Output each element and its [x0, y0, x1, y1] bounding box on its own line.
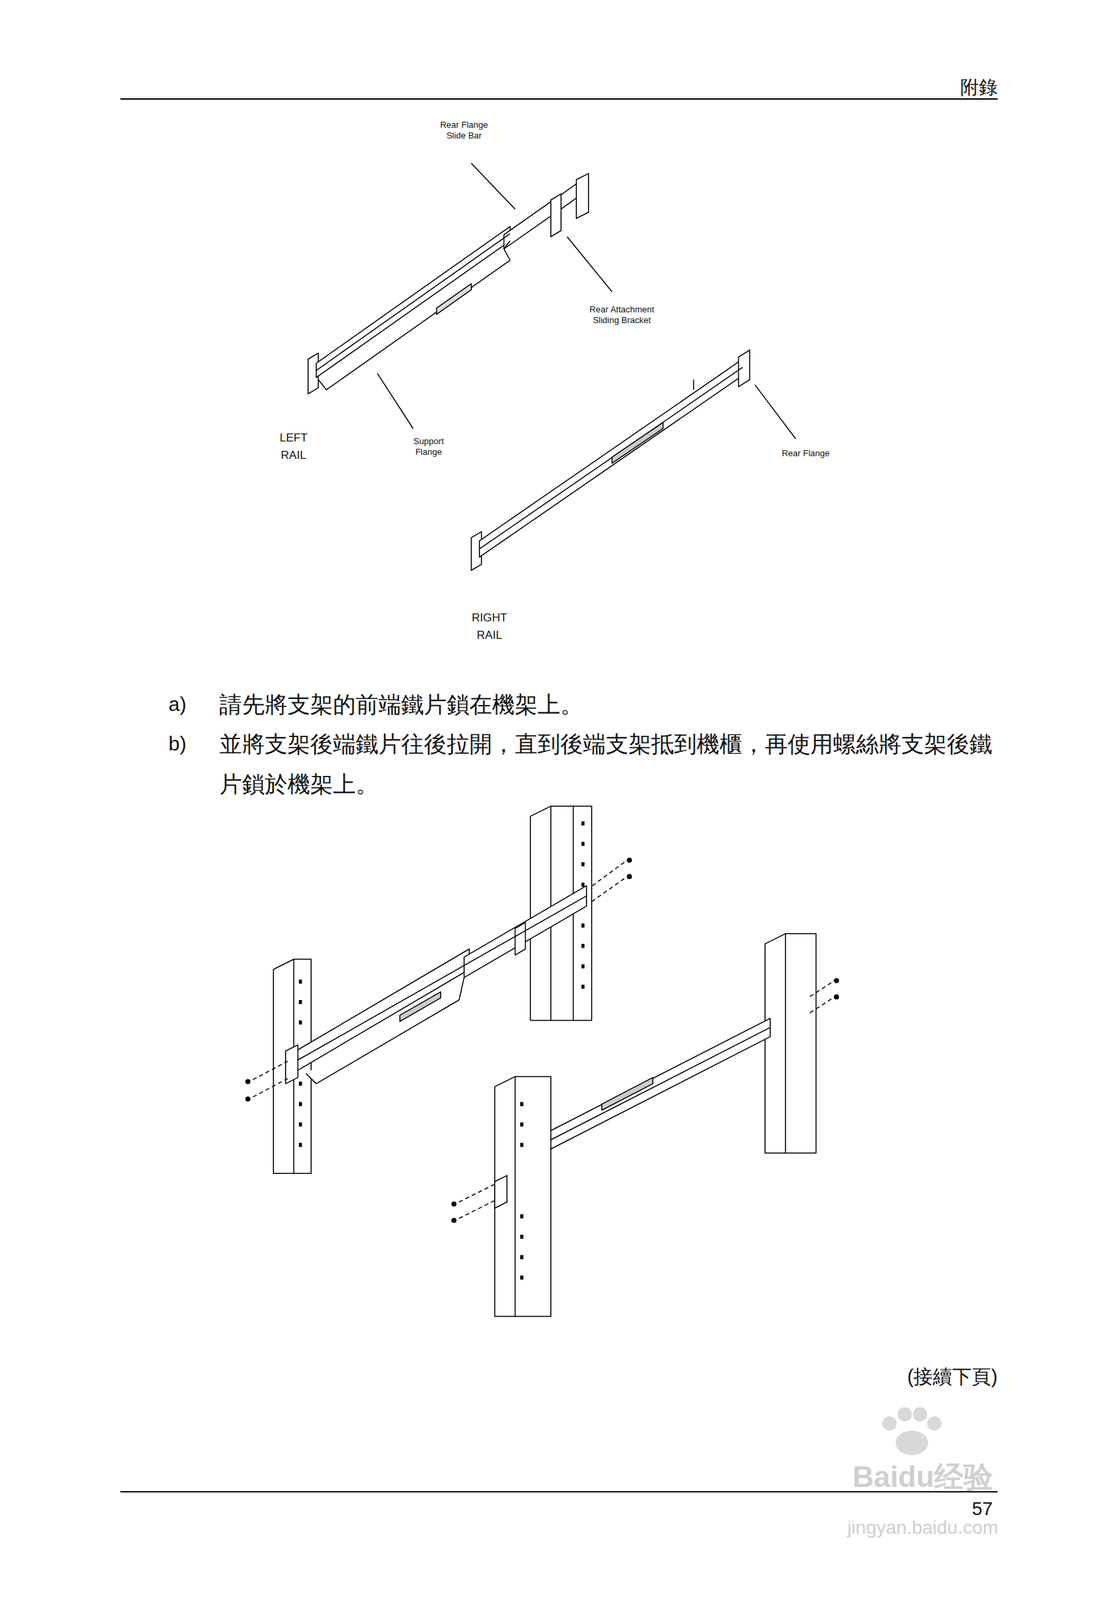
continued-note: (接續下頁): [907, 1364, 998, 1389]
rail-label: RIGHT RAIL: [470, 609, 509, 645]
right-rail: [471, 349, 750, 571]
mounted-rail: [285, 885, 771, 1208]
part-label: Rear Flange: [781, 448, 830, 459]
step-text: 並將支架後端鐵片往後拉開，直到後端支架抵到機櫃，再使用螺絲將支架後鐵片鎖於機架上…: [219, 723, 995, 804]
part-label: Rear Flange Slide Bar: [436, 119, 492, 142]
watermark: jingyan.baidu.com: [847, 1515, 999, 1539]
left-rail: [308, 173, 590, 394]
watermark-paw: [882, 1406, 942, 1456]
rack-post: [273, 805, 817, 1316]
part-label: Rear Attachment Sliding Bracket: [584, 304, 660, 327]
step-letter: a): [168, 684, 187, 725]
page-number: 57: [971, 1496, 993, 1520]
part-label: Support Flange: [407, 435, 450, 459]
post-holes: [298, 821, 585, 1280]
rail-label: LEFT RAIL: [276, 429, 311, 465]
page-header: 附錄: [960, 75, 998, 99]
leader-line: [377, 163, 796, 439]
header-rule: [120, 98, 998, 100]
step-text: 請先將支架的前端鐵片鎖在機架上。: [219, 684, 995, 725]
screw: [245, 857, 840, 1223]
step-letter: b): [168, 723, 187, 764]
watermark: Baidu经验: [852, 1457, 993, 1495]
